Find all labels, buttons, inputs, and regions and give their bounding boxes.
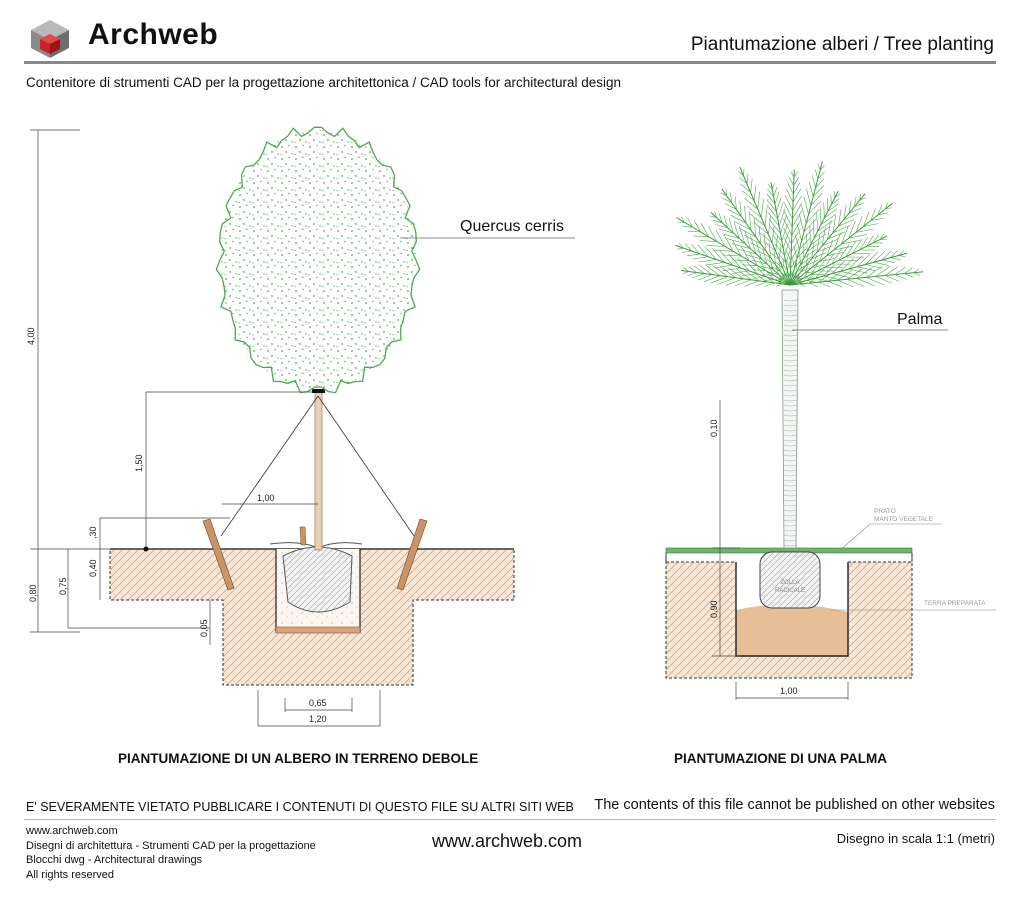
dim-30: ,30 [88, 526, 98, 539]
dim-palm-090: 0,90 [709, 600, 719, 618]
quercus-label: Quercus cerris [460, 218, 564, 235]
footer-info: www.archweb.com Disegni di architettura … [26, 824, 316, 882]
left-stakes [202, 395, 428, 591]
right-leader-lines [830, 523, 996, 611]
dim-total-height: 4,00 [26, 327, 36, 345]
dim-height-150: 1,50 [134, 454, 144, 472]
header-divider [24, 61, 996, 64]
palm-root-ball: ZOLLA RADICALE [759, 551, 821, 609]
dim-width-100: 1,00 [257, 493, 275, 503]
warning-italian: E' SEVERAMENTE VIETATO PUBBLICARE I CONT… [26, 800, 574, 814]
zolla-label: ZOLLA [780, 580, 799, 586]
footer-url[interactable]: www.archweb.com [432, 831, 583, 851]
ground-level-marker [143, 546, 149, 552]
left-caption: PIANTUMAZIONE DI UN ALBERO IN TERRENO DE… [118, 751, 479, 766]
prato-label: PRATO [874, 508, 896, 515]
radicale-label: RADICALE [775, 588, 805, 594]
left-trunk [312, 389, 325, 551]
page-title: Piantumazione alberi / Tree planting [690, 34, 994, 55]
dim-40: 0,40 [88, 559, 98, 577]
dim-120: 1,20 [309, 714, 327, 724]
dim-05: 0,05 [199, 619, 209, 637]
page-subtitle: Contenitore di strumenti CAD per la prog… [26, 75, 622, 90]
dim-palm-100: 1,00 [780, 686, 798, 696]
footer-line: Disegni di architettura - Strumenti CAD … [26, 839, 316, 852]
warning-english: The contents of this file cannot be publ… [594, 797, 995, 813]
right-soil-section [665, 547, 913, 679]
dim-75: 0,75 [58, 577, 68, 595]
left-dimension-lines [30, 129, 381, 727]
terra-preparata-label: TERRA PREPARATA [924, 600, 986, 607]
brand-name: Archweb [88, 18, 219, 51]
archweb-logo-icon [31, 20, 69, 58]
quercus-canopy [215, 126, 421, 394]
footer-line: All rights reserved [26, 868, 115, 881]
footer-line: www.archweb.com [26, 825, 118, 837]
right-caption: PIANTUMAZIONE DI UNA PALMA [674, 751, 887, 766]
scale-note: Disegno in scala 1:1 (metri) [836, 831, 995, 846]
right-dimension-lines [712, 400, 849, 700]
palm-trunk [781, 289, 799, 549]
dim-palm-010: 0,10 [709, 419, 719, 437]
footer-line: Blocchi dwg - Architectural drawings [26, 854, 203, 866]
palma-label: Palma [897, 311, 942, 328]
palm-fronds [675, 161, 924, 288]
dim-65: 0,65 [309, 698, 327, 708]
manto-vegetale-label: MANTO VEGETALE [874, 516, 934, 523]
dim-80: 0,80 [28, 584, 38, 602]
footer-divider [24, 819, 996, 820]
